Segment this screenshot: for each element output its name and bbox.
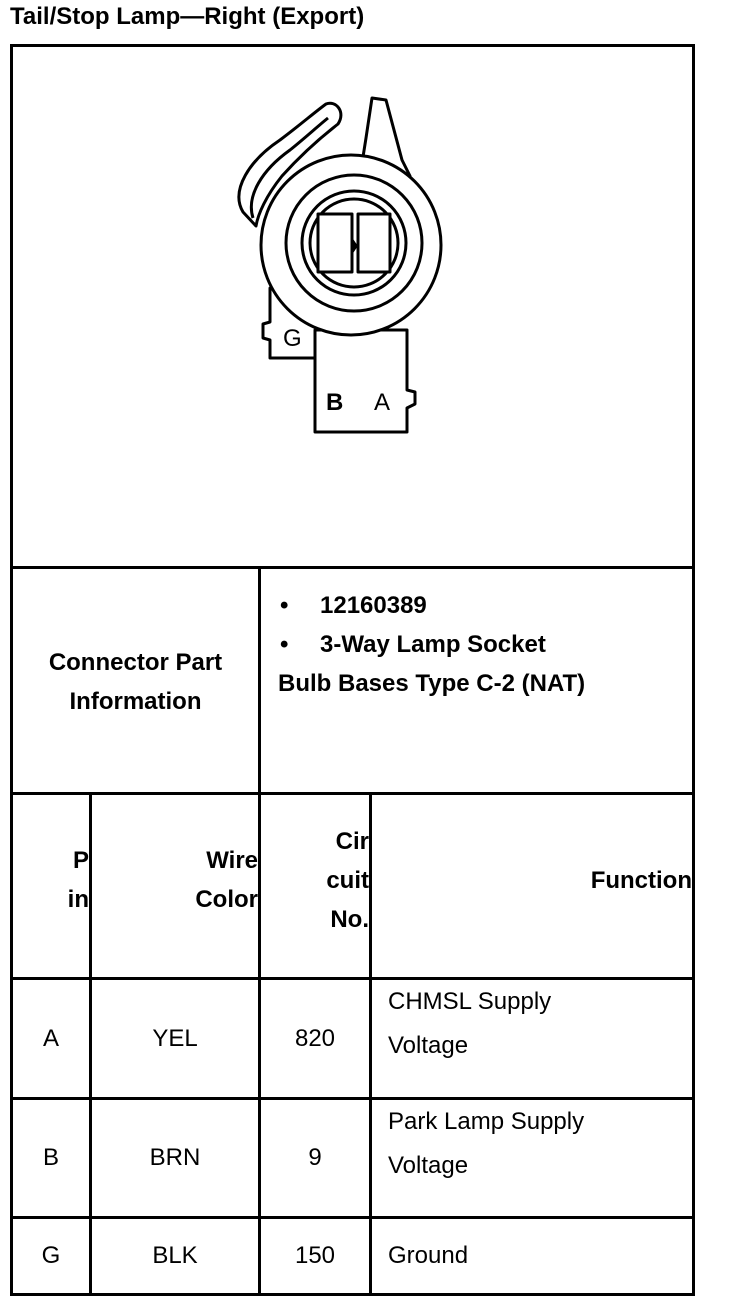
page-title: Tail/Stop Lamp—Right (Export) bbox=[10, 3, 365, 30]
divider bbox=[369, 792, 372, 1296]
table-row-wire-color: YEL bbox=[152, 1024, 198, 1052]
terminal-g-label: G bbox=[283, 325, 302, 352]
divider bbox=[10, 1293, 695, 1296]
table-row-pin: A bbox=[42, 1024, 59, 1052]
header-circuit-line1: Cir bbox=[335, 827, 369, 855]
divider bbox=[258, 566, 261, 1296]
function-line2: Voltage bbox=[388, 1032, 469, 1059]
terminal-b-label: B bbox=[326, 389, 343, 416]
table-row-function: Park Lamp Supply Voltage bbox=[372, 1100, 692, 1216]
table-row-circuit: 150 bbox=[294, 1242, 336, 1269]
header-wire-color-line1: Wire bbox=[206, 847, 258, 874]
function-line1: Ground bbox=[388, 1242, 469, 1269]
bullet-icon: • bbox=[280, 631, 289, 658]
table-row-function: Ground bbox=[372, 1219, 692, 1293]
terminal-a-label: A bbox=[374, 389, 390, 416]
header-circuit-no: Cir cuit No. bbox=[261, 797, 369, 977]
header-pin-line2: in bbox=[67, 886, 89, 913]
divider bbox=[89, 792, 92, 1296]
part-number: 12160389 bbox=[320, 592, 427, 619]
divider bbox=[10, 1216, 695, 1219]
lamp-socket-drawing: G B A bbox=[237, 96, 443, 434]
table-row-circuit: 820 bbox=[294, 1024, 336, 1052]
header-wire-color-line2: Color bbox=[195, 886, 258, 913]
header-pin-line1: P bbox=[72, 847, 89, 874]
connector-table-frame bbox=[10, 44, 695, 1296]
table-row-pin: G bbox=[41, 1242, 61, 1269]
header-wire-color: Wire Color bbox=[92, 797, 258, 977]
part-number-item: • 12160389 bbox=[278, 586, 688, 625]
connector-info-label-line2: Information bbox=[69, 687, 202, 715]
divider bbox=[10, 566, 695, 569]
function-line2: Voltage bbox=[388, 1152, 469, 1179]
divider bbox=[10, 1097, 695, 1100]
bullet-icon: • bbox=[280, 592, 289, 619]
connector-info-details: • 12160389 • 3-Way Lamp Socket Bulb Base… bbox=[278, 586, 688, 703]
header-circuit-line2: cuit bbox=[326, 866, 369, 894]
socket-type: 3-Way Lamp Socket bbox=[320, 631, 546, 658]
table-row-circuit: 9 bbox=[308, 1144, 322, 1171]
header-circuit-line3: No. bbox=[330, 905, 369, 933]
header-function: Function bbox=[372, 797, 692, 977]
connector-info-label: Connector Part Information bbox=[13, 571, 258, 792]
header-function-line1: Function bbox=[590, 866, 692, 894]
socket-type-item: • 3-Way Lamp Socket bbox=[278, 625, 688, 664]
function-line1: Park Lamp Supply bbox=[388, 1108, 585, 1135]
table-row-wire-color: BRN bbox=[149, 1144, 201, 1171]
table-row-pin: B bbox=[42, 1144, 59, 1171]
bulb-base-type: Bulb Bases Type C-2 (NAT) bbox=[278, 670, 586, 697]
connector-diagram: G B A bbox=[13, 47, 692, 568]
connector-info-label-line1: Connector Part bbox=[48, 648, 223, 676]
divider bbox=[10, 977, 695, 980]
header-pin: P in bbox=[13, 797, 89, 977]
table-row-function: CHMSL Supply Voltage bbox=[372, 980, 692, 1097]
function-line1: CHMSL Supply bbox=[388, 988, 552, 1015]
table-row-wire-color: BLK bbox=[152, 1242, 198, 1269]
divider bbox=[10, 792, 695, 795]
